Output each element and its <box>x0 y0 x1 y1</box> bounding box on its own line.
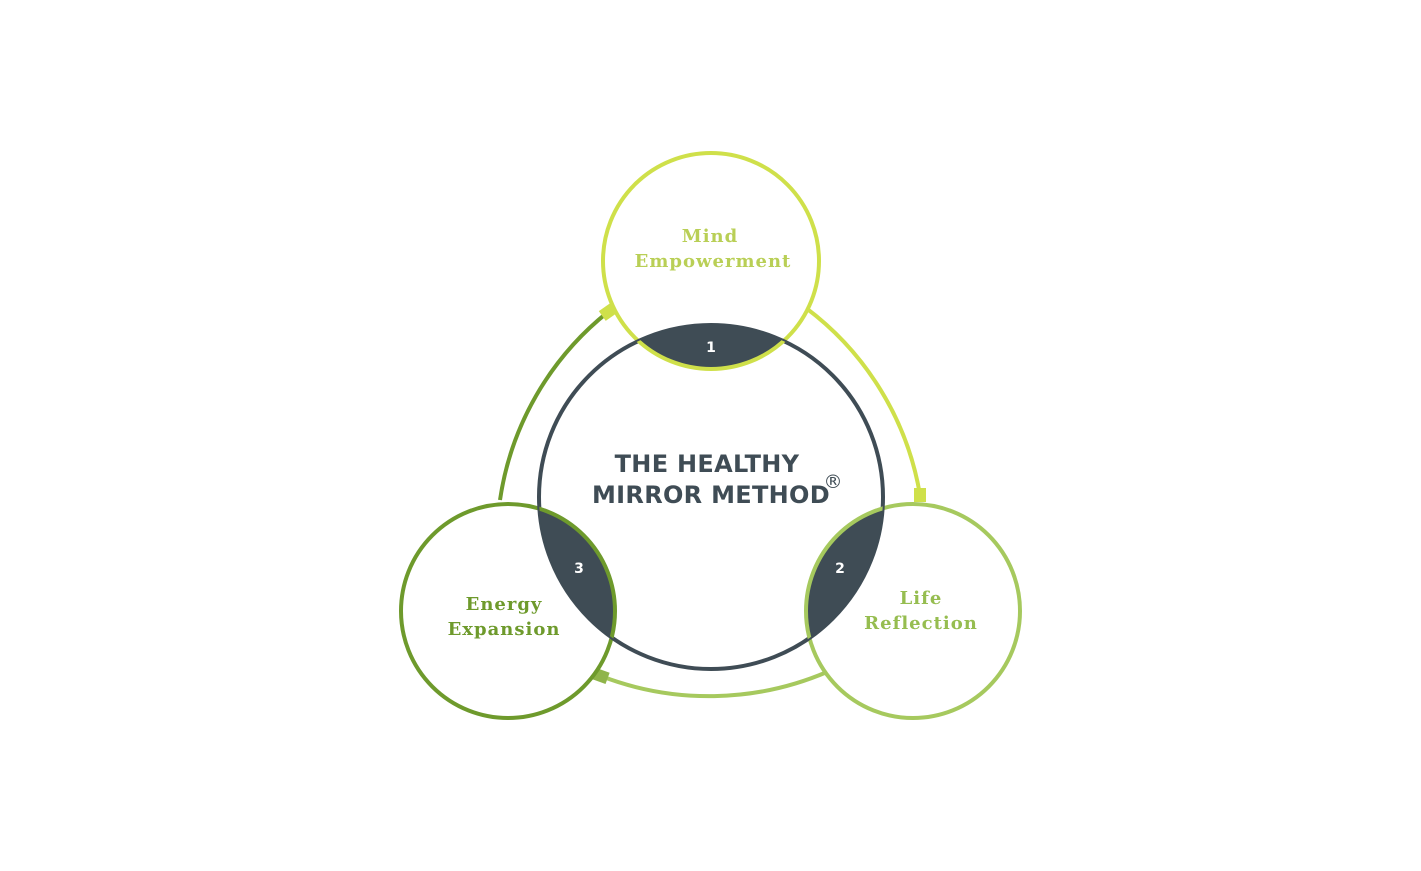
step-label-mind-line1: Mind <box>682 226 738 247</box>
center-title-line2: MIRROR METHOD <box>592 481 830 509</box>
step-label-energy-line1: Energy <box>466 594 543 615</box>
step-number-1: 1 <box>706 340 716 356</box>
connector-marker-life <box>914 488 926 502</box>
step-label-life-line1: Life <box>900 588 943 609</box>
connector-energy-to-mind <box>498 310 610 501</box>
registered-mark: ® <box>824 471 843 493</box>
connector-mind-to-life <box>804 306 922 496</box>
step-label-life-line2: Reflection <box>864 613 978 634</box>
step-number-3: 3 <box>574 561 584 577</box>
step-circles <box>399 151 1022 720</box>
connectors <box>498 303 926 699</box>
center-title-line1: THE HEALTHY <box>615 450 800 478</box>
step-label-mind-line2: Empowerment <box>635 251 792 272</box>
step-number-2: 2 <box>835 561 845 577</box>
connector-life-to-energy <box>600 670 828 699</box>
segment-edges <box>539 325 883 669</box>
step-label-energy-line2: Expansion <box>448 619 561 640</box>
